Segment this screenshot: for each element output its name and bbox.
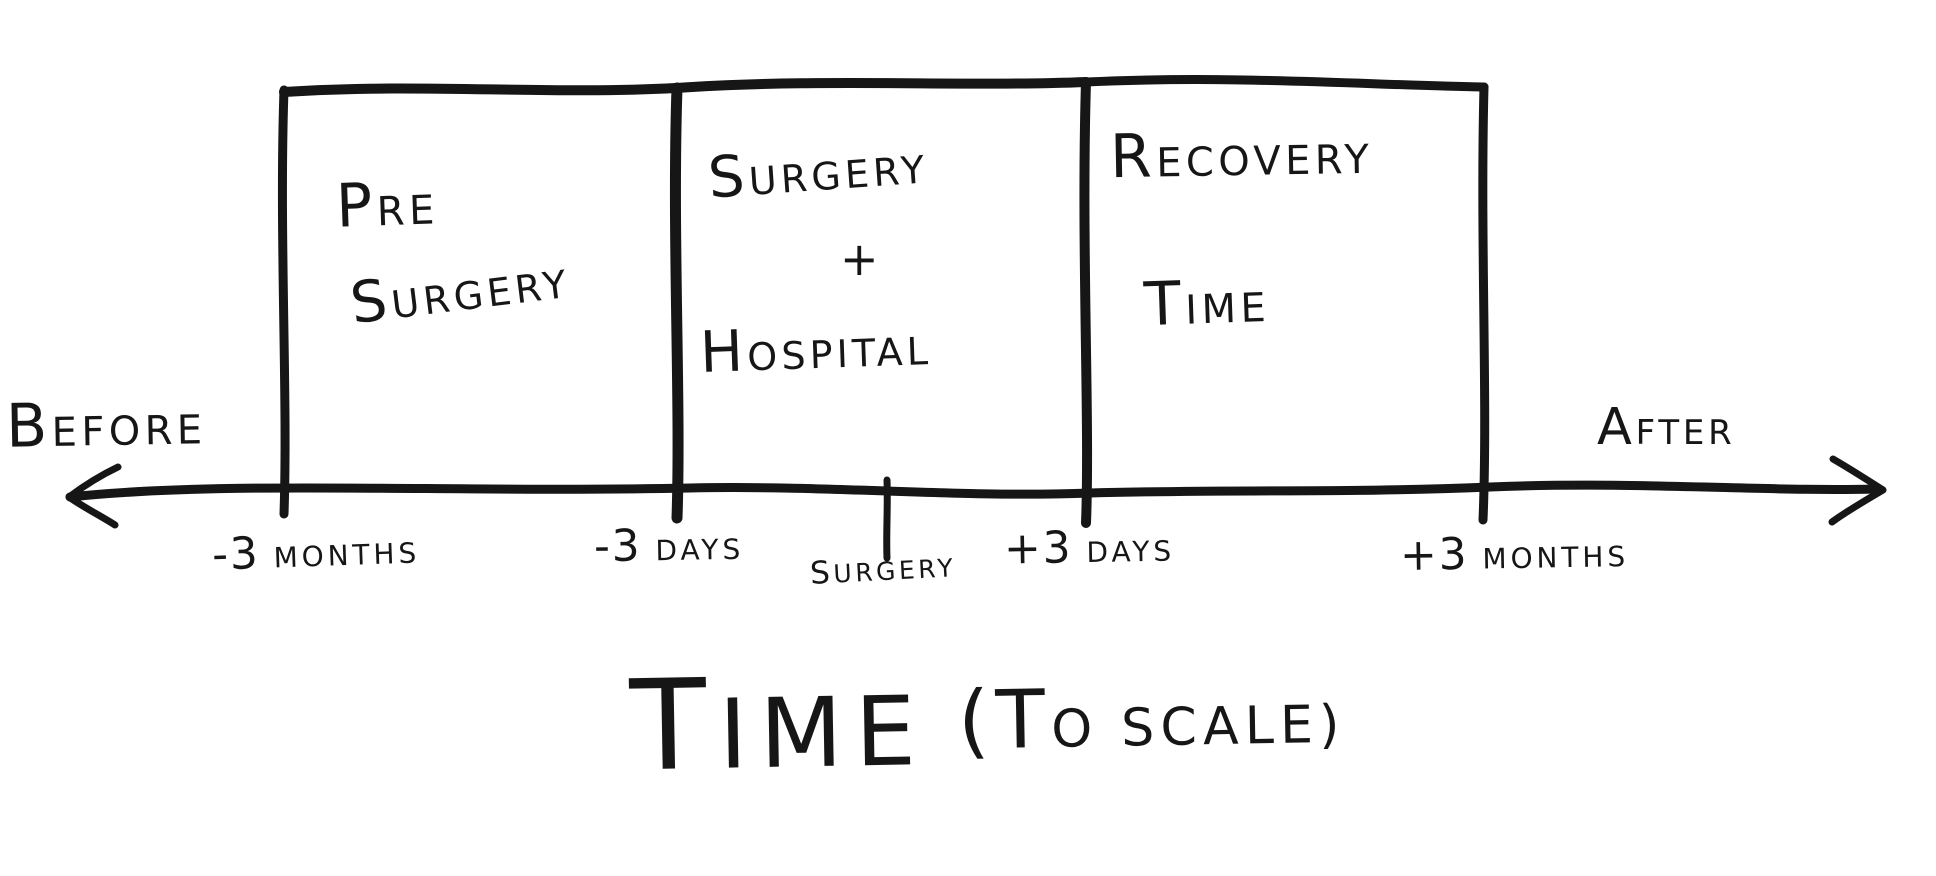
box-pre-surgery-label-line-1: PRE bbox=[334, 170, 440, 242]
axis-after-label: AFTER bbox=[1597, 398, 1736, 457]
box-recovery-label-line-2: TIME bbox=[1142, 268, 1271, 341]
tick-label-surgery: SURGERY bbox=[809, 548, 957, 592]
axis-before-label: BEFORE bbox=[5, 390, 207, 462]
box-surgery-hospital-label-line-2: HOSPITAL bbox=[698, 318, 933, 387]
tick-value: +3 bbox=[1399, 528, 1469, 581]
box-edge-minus-3-days bbox=[669, 82, 684, 524]
tick-unit: SURGERY bbox=[809, 553, 957, 592]
tick-unit: MONTHS bbox=[1482, 540, 1630, 576]
box-edge-plus-3-days bbox=[1079, 77, 1093, 528]
box-recovery-top-edge bbox=[1081, 75, 1489, 92]
diagram-title: TIME (TO SCALE) bbox=[628, 642, 1347, 800]
diagram-title-paren: (TO SCALE) bbox=[957, 672, 1347, 769]
diagram-title-main: TIME bbox=[628, 652, 930, 800]
box-edge-plus-3-months bbox=[1478, 82, 1490, 525]
tick-value: +3 bbox=[1003, 522, 1073, 575]
tick-label-minus-3-months: -3 MONTHS bbox=[211, 522, 421, 581]
box-edge-minus-3-months bbox=[277, 85, 290, 519]
box-pre-surgery-top-edge bbox=[279, 83, 681, 97]
box-surgery-hospital-plus-sign: + bbox=[840, 232, 884, 286]
tick-value: -3 bbox=[211, 527, 261, 581]
tick-label-minus-3-days: -3 DAYS bbox=[593, 519, 745, 573]
time-axis-line bbox=[65, 480, 1881, 502]
box-surgery-hospital-top-edge bbox=[671, 77, 1091, 93]
tick-value: -3 bbox=[593, 520, 642, 573]
tick-unit: DAYS bbox=[1086, 534, 1176, 570]
axis-arrowhead-right-icon bbox=[1828, 455, 1887, 526]
tick-unit: MONTHS bbox=[273, 536, 421, 575]
tick-unit: DAYS bbox=[655, 532, 745, 568]
axis-arrowhead-left-icon bbox=[65, 463, 122, 529]
tick-label-plus-3-months: +3 MONTHS bbox=[1400, 526, 1630, 581]
surgery-tick-mark bbox=[883, 476, 891, 562]
tick-label-plus-3-days: +3 DAYS bbox=[1003, 521, 1176, 575]
box-recovery-label-line-1: RECOVERY bbox=[1109, 121, 1374, 193]
